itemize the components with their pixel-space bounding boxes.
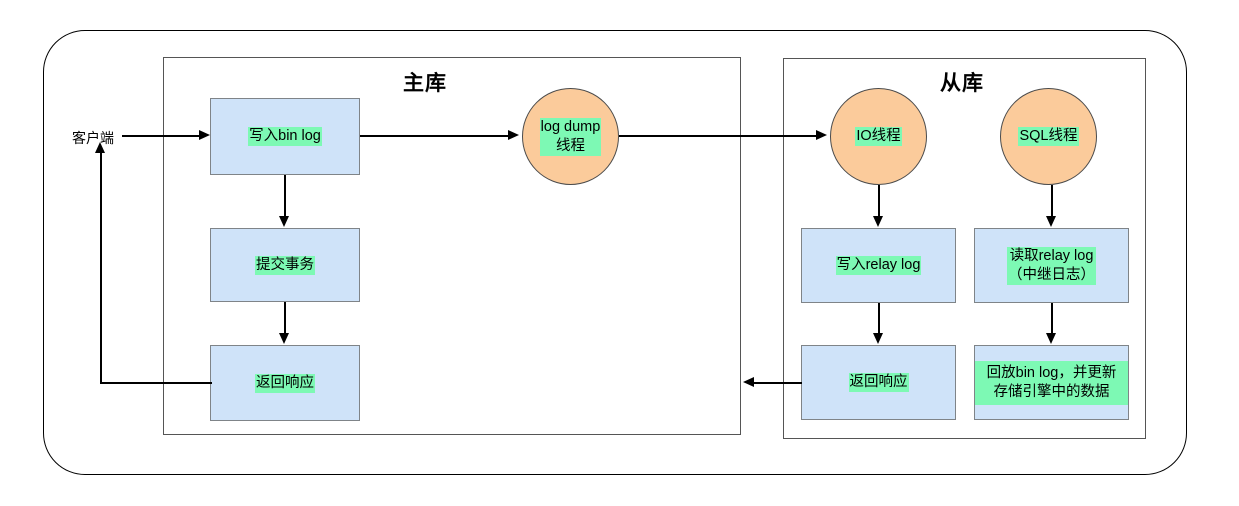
node-commit-transaction-label: 提交事务 [255,255,315,275]
node-io-thread[interactable]: IO线程 [830,88,927,185]
slave-group-title: 从库 [940,72,984,95]
node-return-response-slave-label: 返回响应 [848,373,909,392]
edge-write-bin-log-to-commit [284,175,286,217]
node-replay-bin-log-label: 回放bin log，并更新 存储引擎中的数据 [975,360,1128,405]
edge-io-thread-to-write-relay-log [878,185,880,217]
node-return-response-slave[interactable]: 返回响应 [801,345,956,420]
node-return-response-master-label: 返回响应 [255,373,315,393]
node-write-relay-log[interactable]: 写入relay log [801,228,956,303]
edge-client-to-write-bin-log [122,135,203,137]
edge-write-bin-log-to-log-dump [360,135,512,137]
node-return-response-master[interactable]: 返回响应 [210,345,360,421]
arrowhead-commit-to-return-response [279,333,289,344]
system-boundary-frame [43,30,1187,475]
edge-read-relay-log-to-replay-bin-log [1051,303,1053,334]
slave-group-frame [783,58,1146,439]
edge-log-dump-to-io-thread [619,135,819,137]
arrowhead-slave-return-response-to-master [743,377,754,387]
node-write-bin-log-label: 写入bin log [248,127,322,146]
arrowhead-io-thread-to-write-relay-log [873,216,883,227]
node-read-relay-log[interactable]: 读取relay log （中继日志） [974,228,1129,303]
edge-commit-to-return-response [284,302,286,334]
arrowhead-client-to-write-bin-log [199,130,210,140]
node-write-bin-log[interactable]: 写入bin log [210,98,360,175]
edge-slave-return-response-to-master [754,382,802,384]
node-replay-bin-log[interactable]: 回放bin log，并更新 存储引擎中的数据 [974,345,1129,420]
node-log-dump-thread[interactable]: log dump 线程 [522,88,619,185]
arrowhead-log-dump-to-io-thread [816,130,827,140]
node-sql-thread[interactable]: SQL线程 [1000,88,1097,185]
arrowhead-return-response-to-client [95,142,105,153]
node-log-dump-thread-label: log dump 线程 [539,117,602,156]
edge-return-response-to-client-horizontal [100,382,212,384]
client-label: 客户端 [72,130,114,146]
node-write-relay-log-label: 写入relay log [835,256,922,275]
master-group-frame [163,57,741,435]
edge-return-response-to-client-vertical [100,152,102,383]
arrowhead-sql-thread-to-read-relay-log [1046,216,1056,227]
arrowhead-read-relay-log-to-replay-bin-log [1046,333,1056,344]
master-group-title: 主库 [403,72,447,95]
node-read-relay-log-label: 读取relay log （中继日志） [1007,246,1096,285]
edge-sql-thread-to-read-relay-log [1051,185,1053,217]
arrowhead-write-bin-log-to-log-dump [508,130,519,140]
arrowhead-write-relay-log-to-return-response [873,333,883,344]
edge-write-relay-log-to-return-response [878,303,880,334]
node-io-thread-label: IO线程 [855,127,902,146]
arrowhead-write-bin-log-to-commit [279,216,289,227]
node-commit-transaction[interactable]: 提交事务 [210,228,360,302]
node-sql-thread-label: SQL线程 [1018,127,1079,146]
